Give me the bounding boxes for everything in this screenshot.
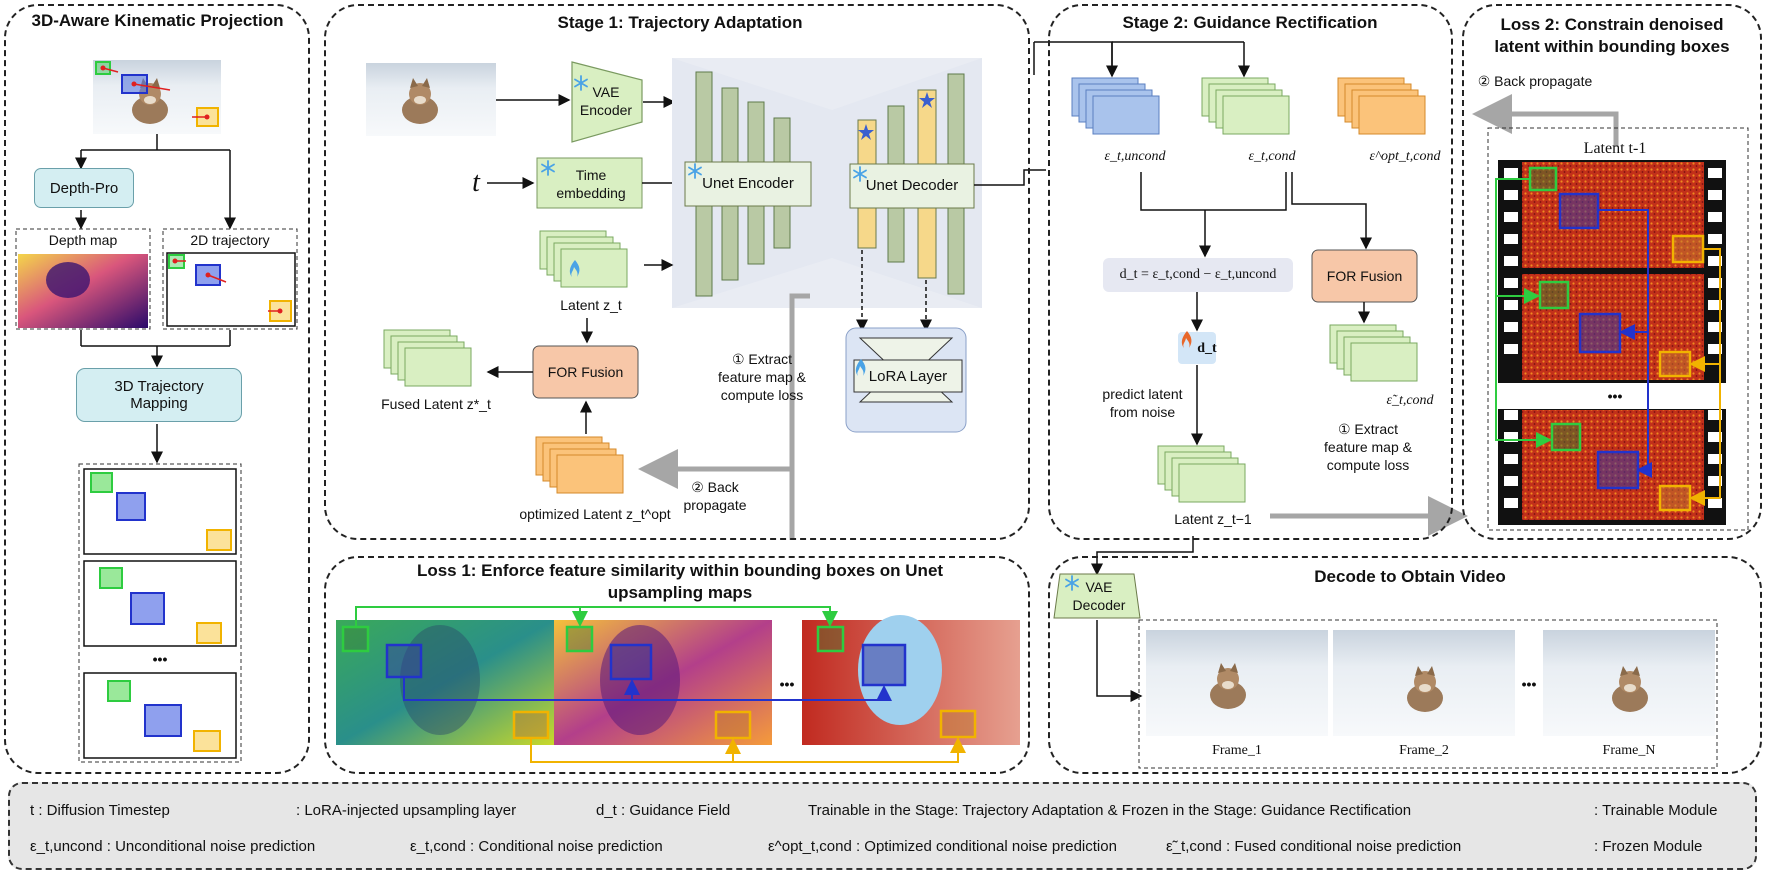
loss1-ellipsis: ••• xyxy=(779,676,795,692)
panel-stage2 xyxy=(1048,4,1453,540)
frame-n-label: Frame_N xyxy=(1602,743,1656,758)
legend-trainable-module: : Trainable Module xyxy=(1594,802,1718,819)
for-fusion-label-stage2: FOR Fusion xyxy=(1326,268,1403,284)
depth-pro-box: Depth-Pro xyxy=(34,168,134,208)
time-symbol: t xyxy=(472,167,480,198)
projected-frame-1 xyxy=(83,468,237,555)
loss1-art xyxy=(336,606,1020,763)
latent-next-label: Latent z_t−1 xyxy=(1174,511,1252,527)
extract-stage2: ① Extract feature map & compute loss xyxy=(1324,421,1412,473)
decode-art xyxy=(1053,573,1718,769)
trajectory-mapping-box: 3D Trajectory Mapping xyxy=(76,368,242,422)
legend-box xyxy=(8,782,1757,870)
eps-fused-label: ε̃_t,cond xyxy=(1386,393,1434,408)
panel-stage1 xyxy=(324,4,1030,540)
legend-guidance: d_t : Guidance Field xyxy=(596,802,731,819)
panel-loss1-title: Loss 1: Enforce feature similarity withi… xyxy=(416,561,944,602)
projected-frame-3 xyxy=(83,672,237,759)
kinematic-panel-art xyxy=(15,60,298,763)
legend-trainable-stage: Trainable in the Stage: Trajectory Adapt… xyxy=(808,802,1412,819)
stage1-art xyxy=(366,58,1046,540)
legend-lora-injected: : LoRA-injected upsampling layer xyxy=(296,802,517,819)
guidance-equation: d_t = ε_t,cond − ε_t,uncond xyxy=(1119,267,1277,282)
back-propagate-loss2: ② Back propagate xyxy=(1477,73,1593,89)
panel-decode xyxy=(1048,556,1762,774)
guidance-equation-box xyxy=(1103,258,1293,292)
vae-decoder-label: VAE Decoder xyxy=(1072,579,1126,613)
dt-label: d_t xyxy=(1197,341,1217,356)
legend-uncond: ε_t,uncond : Unconditional noise predict… xyxy=(30,838,316,855)
latent-t-1-label: Latent t-1 xyxy=(1583,140,1647,157)
lora-layer-label: LoRA Layer xyxy=(868,368,948,385)
unet-encoder-box xyxy=(684,161,812,207)
back-propagate-stage1: ② Back propagate xyxy=(683,479,747,513)
panel-loss2-title: Loss 2: Constrain denoised latent within… xyxy=(1494,15,1730,56)
legend-opt: ε^opt_t,cond : Optimized conditional noi… xyxy=(768,838,1117,855)
legend-timestep: t : Diffusion Timestep xyxy=(30,802,170,819)
legend-frozen: : Frozen Module xyxy=(1594,838,1703,855)
trajectory-2d-label: 2D trajectory xyxy=(190,232,270,248)
vae-encoder-shape xyxy=(571,61,643,143)
loss2-art xyxy=(1472,94,1749,531)
eps-uncond-label: ε_t,uncond xyxy=(1104,149,1166,164)
optimized-latent-label: optimized Latent z_t^opt xyxy=(519,506,671,522)
legend-fused: ε̃_t,cond : Fused conditional noise pred… xyxy=(1166,838,1462,855)
extract-stage1: ① Extract feature map & compute loss xyxy=(718,351,806,403)
time-embedding-box xyxy=(536,157,643,209)
projected-frame-2 xyxy=(83,560,237,647)
vae-encoder-label: VAE Encoder xyxy=(579,84,633,118)
decode-ellipsis: ••• xyxy=(1521,676,1537,692)
panel-loss1 xyxy=(324,556,1030,774)
depth-map-label: Depth map xyxy=(48,232,118,248)
eps-opt-label: ε^opt_t,cond xyxy=(1369,149,1441,164)
panel-stage2-title: Stage 2: Guidance Rectification xyxy=(1122,13,1378,32)
loss2-ellipsis: ••• xyxy=(1607,388,1623,404)
unet-decoder-label: Unet Decoder xyxy=(865,177,959,194)
panel-decode-title: Decode to Obtain Video xyxy=(1314,567,1506,586)
frame-2-label: Frame_2 xyxy=(1399,743,1449,758)
panel-kinematic-title: 3D-Aware Kinematic Projection xyxy=(31,11,284,30)
star-icon xyxy=(919,92,935,108)
frame-1-label: Frame_1 xyxy=(1212,743,1262,758)
predict-label: predict latent from noise xyxy=(1102,386,1183,420)
unet-encoder-label: Unet Encoder xyxy=(702,175,794,192)
legend-cond: ε_t,cond : Conditional noise prediction xyxy=(410,838,663,855)
panel-stage1-title: Stage 1: Trajectory Adaptation xyxy=(557,13,803,32)
panel-loss2 xyxy=(1462,4,1762,540)
unet-decoder-box xyxy=(849,163,975,209)
latent-zt-label: Latent z_t xyxy=(560,297,622,313)
panel-kinematic xyxy=(4,4,310,774)
kinematic-ellipsis: ••• xyxy=(152,651,168,667)
stage2-art xyxy=(1033,41,1468,576)
star-icon xyxy=(858,124,874,140)
for-fusion-label-stage1: FOR Fusion xyxy=(547,364,624,380)
fused-latent-label: Fused Latent z*_t xyxy=(381,396,491,412)
time-embedding-label: Time embedding xyxy=(556,167,626,201)
eps-cond-label: ε_t,cond xyxy=(1248,149,1296,164)
